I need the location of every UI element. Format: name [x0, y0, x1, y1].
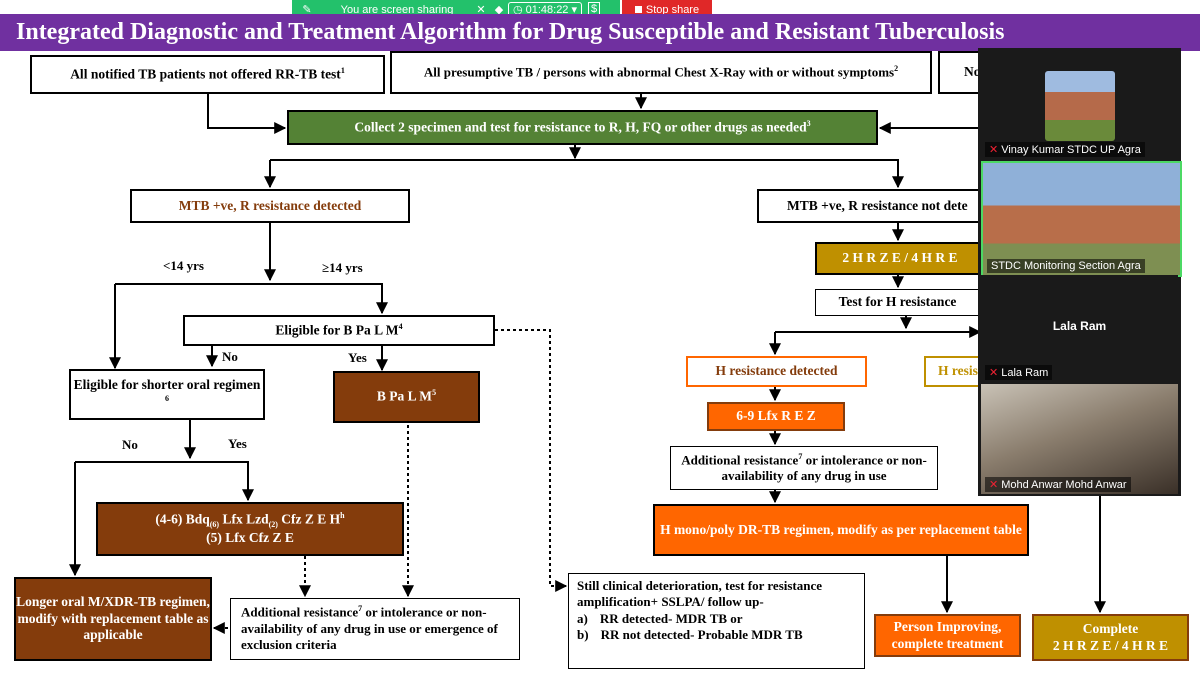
pin-icon[interactable]: ✎ — [302, 4, 312, 16]
yes-label-shorter: Yes — [228, 436, 247, 451]
participant-name-lala: ✕Lala Ram — [985, 365, 1053, 380]
age-under-14-label: <14 yrs — [163, 258, 204, 273]
bpalm-regimen-box: B Pa L M5 — [333, 371, 480, 423]
mtb-r-resistance-not-detected-box: MTB +ve, R resistance not dete — [757, 189, 989, 223]
collect-specimen-box: Collect 2 specimen and test for resistan… — [287, 110, 878, 145]
mtb-r-resistance-detected-box: MTB +ve, R resistance detected — [130, 189, 410, 223]
test-h-resistance-box: Test for H resistance — [815, 289, 980, 316]
mic-muted-icon: ✕ — [989, 479, 999, 491]
no-label-bpalm: No — [222, 349, 238, 364]
stop-icon — [634, 6, 642, 13]
mic-muted-icon: ✕ — [989, 367, 999, 379]
clock-icon: ◷ — [513, 4, 523, 16]
participant-name-stdc: STDC Monitoring Section Agra — [987, 259, 1145, 273]
h-resistance-detected-box: H resistance detected — [686, 356, 867, 387]
shield-icon[interactable]: ◆ — [494, 4, 504, 16]
person-improving-box: Person Improving, complete treatment — [874, 614, 1021, 657]
h-resistance-not-detected-box: H resis — [924, 356, 984, 387]
mic-muted-icon[interactable]: ✕ — [476, 4, 486, 16]
no-label-shorter: No — [122, 437, 138, 452]
participant-center-name: Lala Ram — [1052, 319, 1107, 333]
lfx-regimen-box: 6-9 Lfx R E Z — [707, 402, 845, 431]
participant-tile-anwar[interactable]: ✕Mohd Anwar Mohd Anwar — [981, 384, 1178, 494]
additional-resistance-right-box: Additional resistance7 or intolerance or… — [670, 446, 938, 490]
page-title: Integrated Diagnostic and Treatment Algo… — [0, 14, 1200, 51]
participant-name-anwar: ✕Mohd Anwar Mohd Anwar — [985, 477, 1131, 492]
sharing-status-label: You are screen sharing — [340, 3, 454, 16]
yes-label-bpalm: Yes — [348, 350, 367, 365]
notified-tb-patients-box: All notified TB patients not offered RR-… — [30, 55, 385, 94]
shorter-oral-regimen-box: (4-6) Bdq(6) Lfx Lzd(2) Cfz Z E Hh (5) L… — [96, 502, 404, 556]
participant-name-vinay: ✕Vinay Kumar STDC UP Agra — [985, 142, 1145, 157]
building-thumbnail — [1045, 71, 1115, 141]
mic-muted-icon: ✕ — [989, 144, 999, 156]
h-mono-poly-regimen-box: H mono/poly DR-TB regimen, modify as per… — [653, 504, 1029, 556]
hrze-regimen-top-box: 2 H R Z E / 4 H R E — [815, 242, 985, 275]
chevron-down-icon: ▾ — [571, 4, 577, 16]
timer-value: 01:48:22 — [525, 3, 569, 16]
age-14-plus-label: ≥14 yrs — [322, 260, 363, 275]
longer-oral-regimen-box: Longer oral M/XDR-TB regimen, modify wit… — [14, 577, 212, 661]
still-clinical-deterioration-box: Still clinical deterioration, test for r… — [568, 573, 865, 669]
participant-tile-lala[interactable]: Lala Ram ✕Lala Ram — [981, 275, 1178, 382]
eligible-bpalm-box: Eligible for B Pa L M4 — [183, 315, 495, 346]
participant-tile-stdc[interactable]: STDC Monitoring Section Agra — [981, 161, 1182, 277]
stop-share-label: Stop share — [645, 3, 700, 16]
complete-treatment-box: Complete 2 H R Z E / 4 H R E — [1032, 614, 1189, 661]
additional-resistance-left-box: Additional resistance7 or intolerance or… — [230, 598, 520, 660]
presumptive-tb-box: All presumptive TB / persons with abnorm… — [390, 51, 932, 94]
eligible-shorter-regimen-box: Eligible for shorter oral regimen 6 — [69, 369, 265, 420]
participant-tile-vinay[interactable]: ✕Vinay Kumar STDC UP Agra — [981, 51, 1178, 159]
